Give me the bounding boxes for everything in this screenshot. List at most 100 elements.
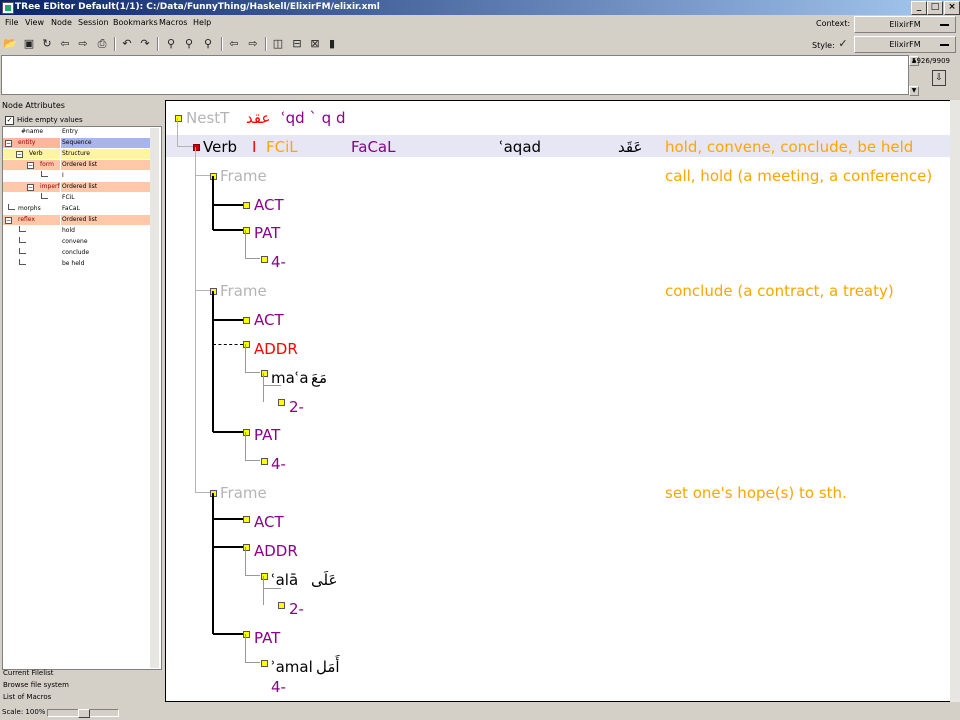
tree-edge	[245, 634, 246, 663]
collapse-icon[interactable]: −	[27, 162, 34, 169]
go-to-tree-icon[interactable]: ⇩	[932, 70, 946, 86]
tree-node[interactable]	[243, 227, 250, 234]
close-button[interactable]: ×	[944, 1, 960, 15]
current-filelist-tab[interactable]: Current Filelist	[3, 669, 54, 677]
tree-node[interactable]	[243, 317, 250, 324]
tree-node[interactable]	[243, 516, 250, 523]
tree-node[interactable]	[278, 399, 285, 406]
tree-node[interactable]	[243, 631, 250, 638]
lock-icon[interactable]: ▮	[328, 37, 336, 50]
open-icon[interactable]: 📂	[3, 37, 17, 50]
tree-edge	[196, 492, 210, 493]
prev-file-icon[interactable]: ⇦	[60, 37, 70, 50]
verb-gloss: hold, convene, conclude, be held	[665, 138, 914, 156]
dropdown-arrow-icon	[940, 44, 949, 46]
next-tree-icon[interactable]: ⇨	[248, 37, 258, 50]
menu-help[interactable]: Help	[193, 18, 212, 27]
search-prev-icon[interactable]: ⚲	[203, 37, 213, 50]
canvas-scrollbar[interactable]	[950, 100, 960, 702]
tree-edge	[245, 230, 246, 259]
value-line[interactable]	[1, 55, 909, 95]
search-next-icon[interactable]: ⚲	[184, 37, 194, 50]
browse-file-system-tab[interactable]: Browse file system	[3, 681, 69, 689]
attribute-row[interactable]: FCiL	[3, 193, 158, 203]
tree-node[interactable]	[175, 115, 182, 122]
split-vertical-icon[interactable]: ◫	[272, 37, 284, 50]
functor-pat: PAT	[254, 224, 281, 242]
list-of-macros-tab[interactable]: List of Macros	[3, 693, 52, 701]
split-horizontal-icon[interactable]: ⊟	[292, 37, 302, 50]
save-icon[interactable]: ▣	[23, 37, 35, 50]
style-select[interactable]: ElixirFM	[854, 36, 956, 53]
scale-slider[interactable]	[47, 709, 119, 718]
tree-edge	[213, 546, 243, 548]
tree-node[interactable]	[278, 602, 285, 609]
tree-node[interactable]	[261, 573, 268, 580]
value-line-scrollbar[interactable]: ▲ ▼	[909, 56, 919, 96]
scroll-up-icon[interactable]: ▲	[909, 56, 919, 66]
menu-session[interactable]: Session	[78, 18, 109, 27]
redo-icon[interactable]: ↷	[140, 37, 150, 50]
tree-node[interactable]	[261, 256, 268, 263]
menu-bookmarks[interactable]: Bookmarks	[113, 18, 158, 27]
tree-node[interactable]	[243, 429, 250, 436]
maximize-button[interactable]: □	[927, 1, 943, 15]
minimize-button[interactable]: _	[911, 1, 927, 15]
attribute-entry: convene	[61, 237, 158, 247]
hide-empty-checkbox[interactable]: ✓ Hide empty values	[4, 115, 159, 125]
close-frame-icon[interactable]: ⊠	[310, 37, 320, 50]
scroll-down-icon[interactable]: ▼	[909, 86, 919, 96]
tree-edge	[245, 547, 246, 576]
functor-addr: ADDR	[254, 340, 298, 358]
print-icon[interactable]: ⎙	[97, 37, 107, 50]
context-select[interactable]: ElixirFM	[854, 16, 956, 33]
attribute-row[interactable]: convene	[3, 237, 158, 247]
menu-macros[interactable]: Macros	[159, 18, 188, 27]
tree-node[interactable]	[261, 660, 268, 667]
title-bar: TRee EDitor Default(1/1): C:/Data/FunnyT…	[0, 0, 960, 15]
undo-icon[interactable]: ↶	[122, 37, 132, 50]
tree-edge	[177, 118, 178, 147]
tree-node[interactable]	[193, 144, 200, 151]
menu-node[interactable]: Node	[51, 18, 72, 27]
tree-edge	[264, 588, 281, 589]
functor-act: ACT	[254, 196, 284, 214]
attribute-entry: Ordered list	[61, 160, 158, 170]
collapse-icon[interactable]: −	[27, 184, 34, 191]
tree-node[interactable]	[243, 544, 250, 551]
tree-node[interactable]	[261, 370, 268, 377]
attribute-entry: FaCaL	[61, 204, 158, 214]
attribute-row[interactable]: be held	[3, 259, 158, 269]
menu-file[interactable]: File	[5, 18, 19, 27]
tree-edge	[245, 432, 246, 461]
collapse-icon[interactable]: −	[5, 217, 12, 224]
attribute-row[interactable]: I	[3, 171, 158, 181]
search-icon[interactable]: ⚲	[166, 37, 176, 50]
tree-node[interactable]	[261, 458, 268, 465]
slider-thumb[interactable]	[78, 709, 90, 718]
attribute-row[interactable]: conclude	[3, 248, 158, 258]
tree-node[interactable]	[243, 202, 250, 209]
attribute-row[interactable]: hold	[3, 226, 158, 236]
collapse-icon[interactable]: −	[5, 140, 12, 147]
verb-label: Verb	[203, 138, 238, 156]
collapse-icon[interactable]: −	[16, 151, 23, 158]
prev-tree-icon[interactable]: ⇦	[229, 37, 239, 50]
checkbox-check-icon[interactable]: ✓	[5, 116, 14, 125]
reload-icon[interactable]: ↻	[42, 37, 52, 50]
tree-edge	[213, 319, 243, 321]
next-file-icon[interactable]: ⇨	[78, 37, 88, 50]
menu-view[interactable]: View	[25, 18, 44, 27]
tree-node[interactable]	[243, 341, 250, 348]
attribute-scrollbar[interactable]	[150, 128, 159, 668]
checkmark-icon[interactable]: ✓	[838, 37, 848, 50]
menu-bar: File View Node Session Bookmarks Macros …	[0, 15, 960, 33]
